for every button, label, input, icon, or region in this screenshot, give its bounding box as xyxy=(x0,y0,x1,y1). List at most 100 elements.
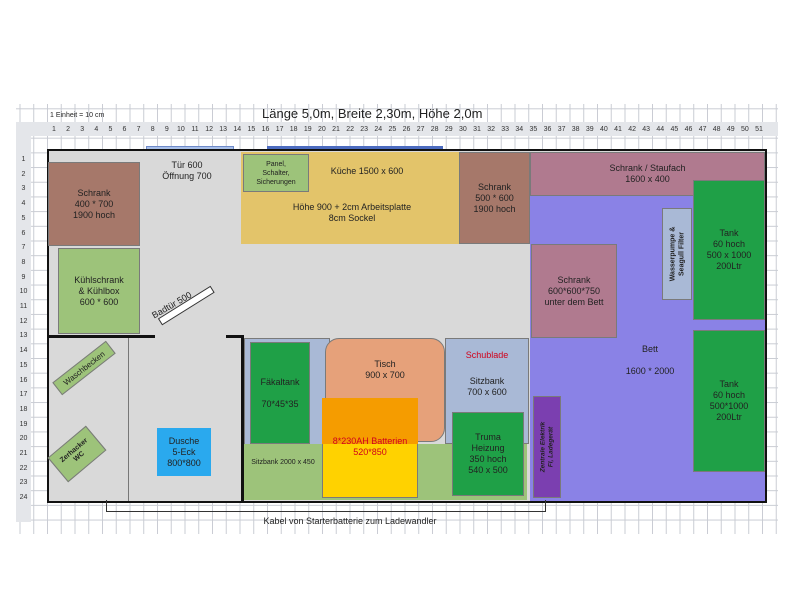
tank-bottom-label: Tank 60 hoch 500*1000 200Ltr xyxy=(709,379,749,422)
truma-label: Truma Heizung 350 hoch 540 x 500 xyxy=(468,432,508,475)
bath-wall-top xyxy=(47,335,155,338)
wasserpumpe: Wasserpumpe & Seagull Filter xyxy=(662,208,692,300)
column-number: 1 xyxy=(52,126,56,133)
kueche-title: Küche 1500 x 600 xyxy=(330,166,404,176)
row-number: 22 xyxy=(19,464,28,472)
column-number: 20 xyxy=(317,126,326,133)
tank-top: Tank 60 hoch 500 x 1000 200Ltr xyxy=(693,180,765,320)
row-number: 20 xyxy=(19,435,28,443)
tuer-label: Tür 600 Öffnung 700 xyxy=(162,160,212,181)
kueche-sub: Höhe 900 + 2cm Arbeitsplatte 8cm Sockel xyxy=(292,202,412,223)
column-number: 14 xyxy=(233,126,242,133)
row-number: 11 xyxy=(19,303,28,310)
column-number: 32 xyxy=(487,126,495,133)
schrank-bett: Schrank 600*600*750 unter dem Bett xyxy=(531,244,617,338)
plan-title: Länge 5,0m, Breite 2,30m, Höhe 2,0m xyxy=(262,106,483,121)
wall-top xyxy=(47,149,766,151)
bath-wall-top-right xyxy=(226,335,244,338)
faekaltank: Fäkaltank 70*45*35 xyxy=(250,342,310,444)
tank-bottom: Tank 60 hoch 500*1000 200Ltr xyxy=(693,330,765,472)
column-number: 5 xyxy=(108,126,113,133)
column-number: 33 xyxy=(501,126,510,133)
kabel-label: Kabel von Starterbatterie zum Ladewandle… xyxy=(263,516,437,526)
wall-bottom xyxy=(47,501,766,503)
column-number: 9 xyxy=(164,126,169,133)
faekaltank-label: Fäkaltank 70*45*35 xyxy=(260,376,300,409)
row-number: 14 xyxy=(19,347,28,355)
schrank-staufach-label: Schrank / Staufach 1600 x 400 xyxy=(609,163,686,184)
column-number: 37 xyxy=(557,126,566,133)
row-number: 2 xyxy=(21,170,26,178)
kabel-line xyxy=(106,500,546,512)
column-number: 38 xyxy=(571,126,580,133)
row-number: 10 xyxy=(19,288,28,296)
column-number: 7 xyxy=(136,126,141,133)
column-number: 4 xyxy=(94,126,99,133)
row-number: 7 xyxy=(21,244,26,252)
column-number: 34 xyxy=(515,126,524,133)
column-number: 10 xyxy=(176,126,185,133)
column-number: 46 xyxy=(684,126,693,133)
row-number: 8 xyxy=(21,258,26,266)
schrank-staufach: Schrank / Staufach 1600 x 400 xyxy=(530,152,765,196)
bett-label: Bett 1600 * 2000 xyxy=(625,344,675,376)
column-number: 45 xyxy=(670,126,679,133)
wall-left xyxy=(47,149,49,503)
column-number: 50 xyxy=(740,126,749,133)
sitzbank-left-label: Sitzbank 2000 x 450 xyxy=(251,459,315,466)
schrank-left: Schrank 400 * 700 1900 hoch xyxy=(48,162,140,246)
row-number: 16 xyxy=(19,376,28,384)
row-number: 23 xyxy=(19,479,28,487)
row-number: 5 xyxy=(21,214,26,222)
kuehlschrank-label: Kühlschrank & Kühlbox 600 * 600 xyxy=(74,274,124,307)
zentrale-label: Zentrale Elektrik FI, Ladegerät xyxy=(539,421,555,473)
column-number: 12 xyxy=(205,126,213,133)
column-number: 31 xyxy=(473,126,481,133)
column-number: 42 xyxy=(628,126,636,133)
row-ruler xyxy=(16,136,31,522)
column-number: 29 xyxy=(444,126,453,133)
column-number: 18 xyxy=(289,126,298,133)
dusche: Dusche 5-Eck 800*800 xyxy=(157,428,211,476)
row-number: 15 xyxy=(19,361,28,369)
column-number: 16 xyxy=(261,126,270,133)
row-number: 4 xyxy=(21,200,26,208)
column-number: 28 xyxy=(430,126,439,133)
column-number: 40 xyxy=(599,126,608,133)
column-number: 36 xyxy=(543,126,552,133)
batterien-label: 8*230AH Batterien 520*850 xyxy=(332,436,408,457)
column-number: 24 xyxy=(374,126,383,133)
column-number: 13 xyxy=(219,126,228,133)
dusche-label: Dusche 5-Eck 800*800 xyxy=(167,435,201,468)
row-number: 12 xyxy=(19,317,28,325)
zentrale-elektrik: Zentrale Elektrik FI, Ladegerät xyxy=(533,396,561,498)
schrank-mid: Schrank 500 * 600 1900 hoch xyxy=(459,152,530,244)
column-number: 49 xyxy=(726,126,735,133)
column-number: 35 xyxy=(529,126,538,133)
column-number: 27 xyxy=(416,126,425,133)
window-top-right xyxy=(267,146,443,150)
column-number: 23 xyxy=(360,126,369,133)
column-number: 11 xyxy=(191,126,199,133)
column-number: 3 xyxy=(80,126,85,133)
truma: Truma Heizung 350 hoch 540 x 500 xyxy=(452,412,524,496)
bath-inner-line xyxy=(128,338,129,501)
column-number: 2 xyxy=(66,126,71,133)
schrank-mid-label: Schrank 500 * 600 1900 hoch xyxy=(473,181,516,214)
column-number: 51 xyxy=(755,126,763,133)
column-number: 47 xyxy=(698,126,707,133)
row-number: 17 xyxy=(19,391,28,399)
row-number: 6 xyxy=(21,229,26,237)
column-number: 41 xyxy=(614,126,622,133)
column-number: 25 xyxy=(388,126,397,133)
kuehlschrank: Kühlschrank & Kühlbox 600 * 600 xyxy=(58,248,140,334)
bath-wall-right xyxy=(241,335,244,503)
column-number: 44 xyxy=(656,126,665,133)
panel-label: Panel, Schalter, Sicherungen xyxy=(256,160,296,186)
tank-top-label: Tank 60 hoch 500 x 1000 200Ltr xyxy=(706,228,752,271)
unit-note: 1 Einheit = 10 cm xyxy=(50,112,105,119)
row-number: 19 xyxy=(19,420,28,428)
schrank-bett-label: Schrank 600*600*750 unter dem Bett xyxy=(544,274,604,307)
schublade-label: Schublade xyxy=(465,350,509,360)
column-number: 6 xyxy=(122,126,127,133)
